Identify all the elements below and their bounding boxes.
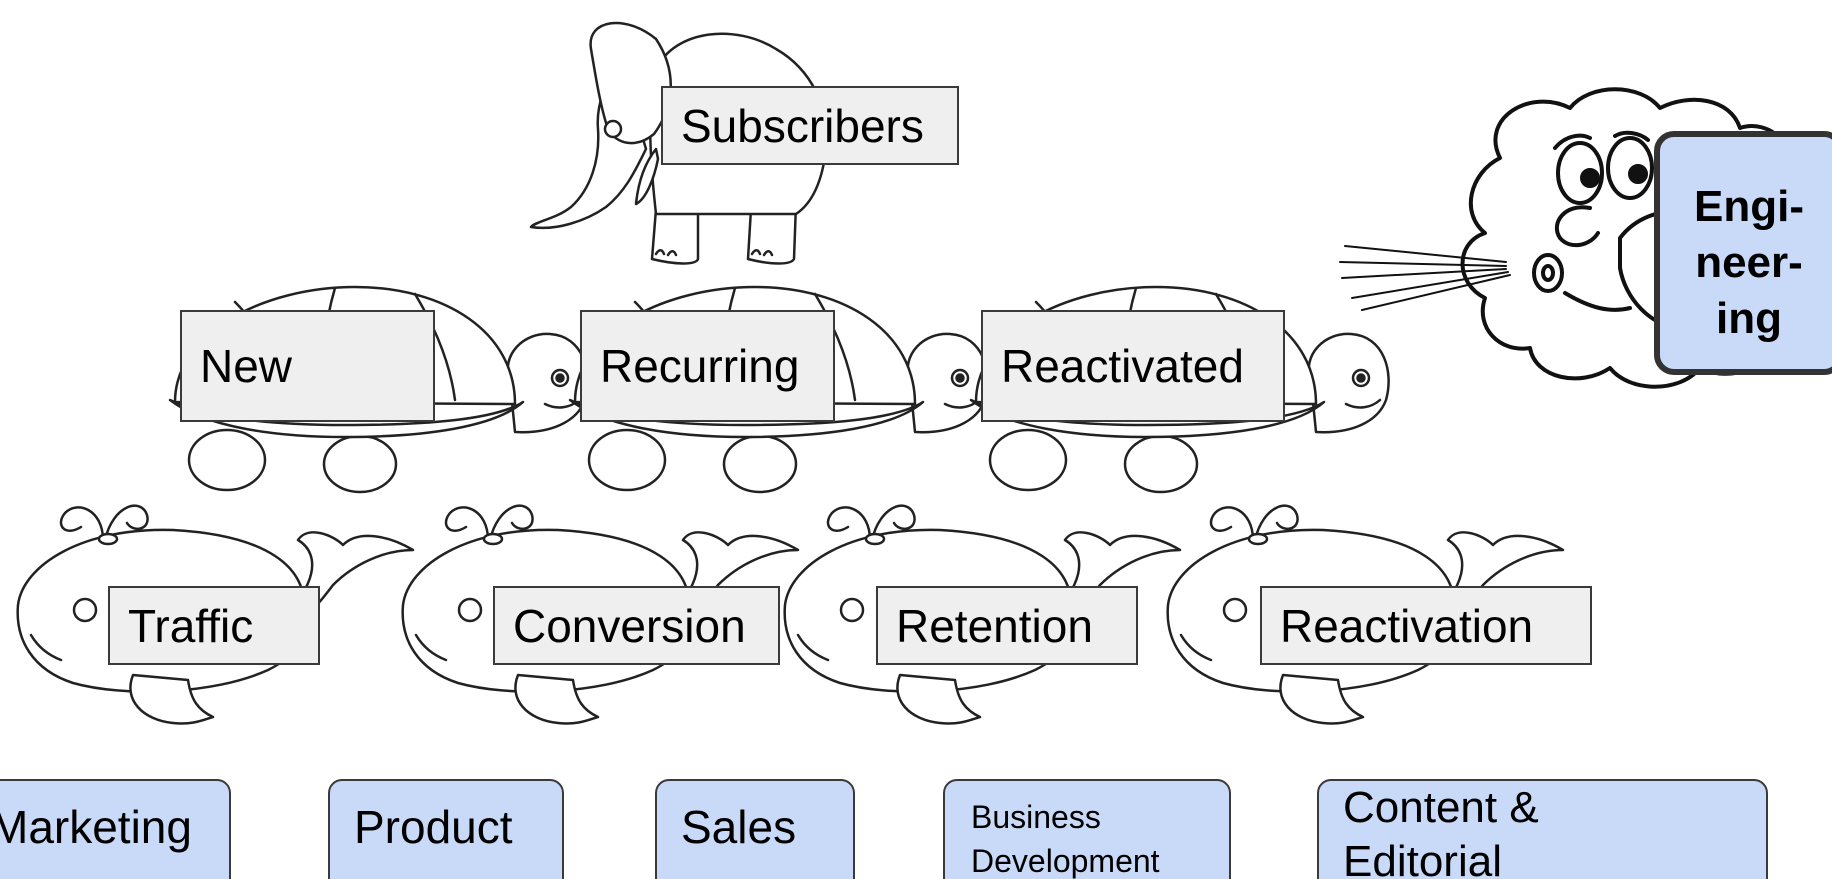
blowing-cloud-icon <box>1339 87 1819 389</box>
team-sales: Sales <box>655 779 855 879</box>
team-business-development: Business Development <box>943 779 1231 879</box>
engineering-box: Engi- neer- ing <box>1654 131 1832 375</box>
label-traffic: Traffic <box>108 586 320 665</box>
label-reactivated: Reactivated <box>981 310 1285 422</box>
label-reactivated-text: Reactivated <box>1001 340 1244 392</box>
label-conversion: Conversion <box>493 586 780 665</box>
label-retention-text: Retention <box>896 599 1093 652</box>
label-subscribers: Subscribers <box>661 86 959 165</box>
team-business-line-1: Business <box>971 799 1101 835</box>
label-conversion-text: Conversion <box>513 599 746 652</box>
team-business-line-2: Development <box>971 843 1160 879</box>
label-recurring: Recurring <box>580 310 835 422</box>
team-product-text: Product <box>354 801 513 853</box>
label-new-text: New <box>200 340 293 392</box>
label-reactivation-text: Reactivation <box>1280 599 1534 652</box>
label-recurring-text: Recurring <box>600 340 800 392</box>
engineering-line-1: Engi- <box>1694 182 1804 231</box>
team-marketing-text: Marketing <box>0 801 192 853</box>
team-content-editorial: Content & Editorial <box>1317 779 1768 879</box>
team-content-line-1: Content & <box>1343 783 1539 832</box>
team-product: Product <box>328 779 564 879</box>
team-sales-text: Sales <box>681 801 797 853</box>
engineering-line-3: ing <box>1716 294 1782 343</box>
label-subscribers-text: Subscribers <box>681 99 924 152</box>
wind-lines <box>1339 245 1511 311</box>
engineering-line-2: neer- <box>1695 238 1803 287</box>
label-reactivation: Reactivation <box>1260 586 1592 665</box>
team-marketing: Marketing <box>0 779 231 879</box>
label-new: New <box>180 310 435 422</box>
team-content-line-2: Editorial <box>1343 837 1502 879</box>
label-traffic-text: Traffic <box>128 599 254 652</box>
label-retention: Retention <box>876 586 1138 665</box>
